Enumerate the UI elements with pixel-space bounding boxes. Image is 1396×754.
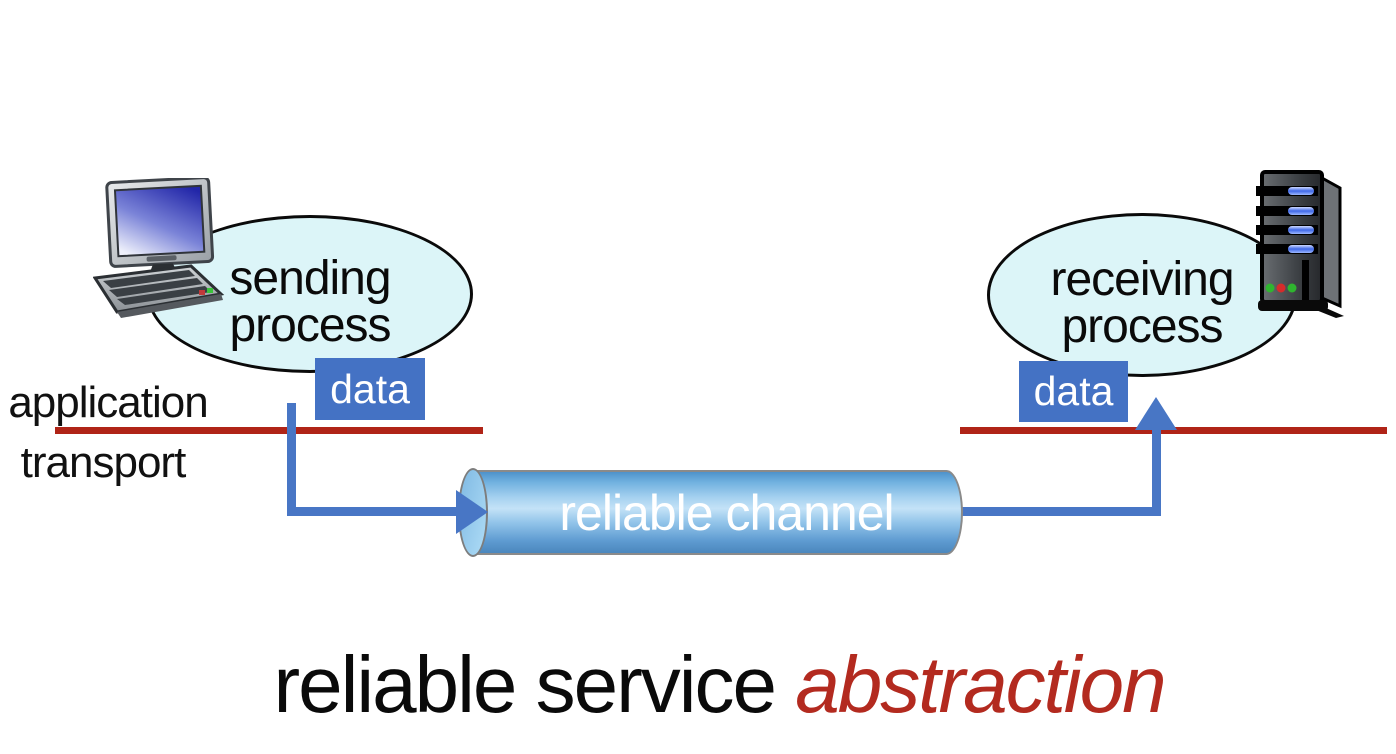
receive-arrow-horizontal-segment xyxy=(955,507,1161,516)
receiving-process-line2: process xyxy=(1061,300,1223,353)
receiving-process-label: receiving process xyxy=(1050,240,1234,353)
caption-emphasis-text: abstraction xyxy=(795,640,1166,729)
desktop-pc-icon xyxy=(93,178,225,318)
slide-caption: reliable service abstraction xyxy=(0,645,1396,725)
sender-data-label: data xyxy=(330,365,410,412)
send-arrow-horizontal-segment xyxy=(287,507,458,516)
caption-normal-text: reliable service xyxy=(273,640,777,729)
sender-data-box: data xyxy=(315,358,425,420)
sending-process-label: sending process xyxy=(229,239,391,352)
receive-arrow-vertical-segment xyxy=(1152,428,1161,516)
layer-boundary-line-right xyxy=(960,427,1387,434)
send-arrow-vertical-segment xyxy=(287,403,296,516)
server-tower-icon xyxy=(1256,170,1344,318)
sending-process-line2: process xyxy=(229,299,391,352)
receive-arrow-head-icon xyxy=(1135,397,1177,430)
reliable-channel-cylinder xyxy=(473,470,963,555)
receiving-process-ellipse: receiving process xyxy=(987,213,1297,377)
layer-boundary-line-left xyxy=(55,427,483,434)
receiver-data-box: data xyxy=(1019,361,1128,422)
transport-layer-label: transport xyxy=(20,438,187,487)
reliable-channel-label: reliable channel xyxy=(559,484,894,541)
receiving-process-line1: receiving xyxy=(1050,253,1234,306)
send-arrow-head-icon xyxy=(456,490,488,534)
application-layer-label: application xyxy=(8,378,208,427)
sending-process-line1: sending xyxy=(229,252,391,305)
receiver-data-label: data xyxy=(1033,368,1114,414)
